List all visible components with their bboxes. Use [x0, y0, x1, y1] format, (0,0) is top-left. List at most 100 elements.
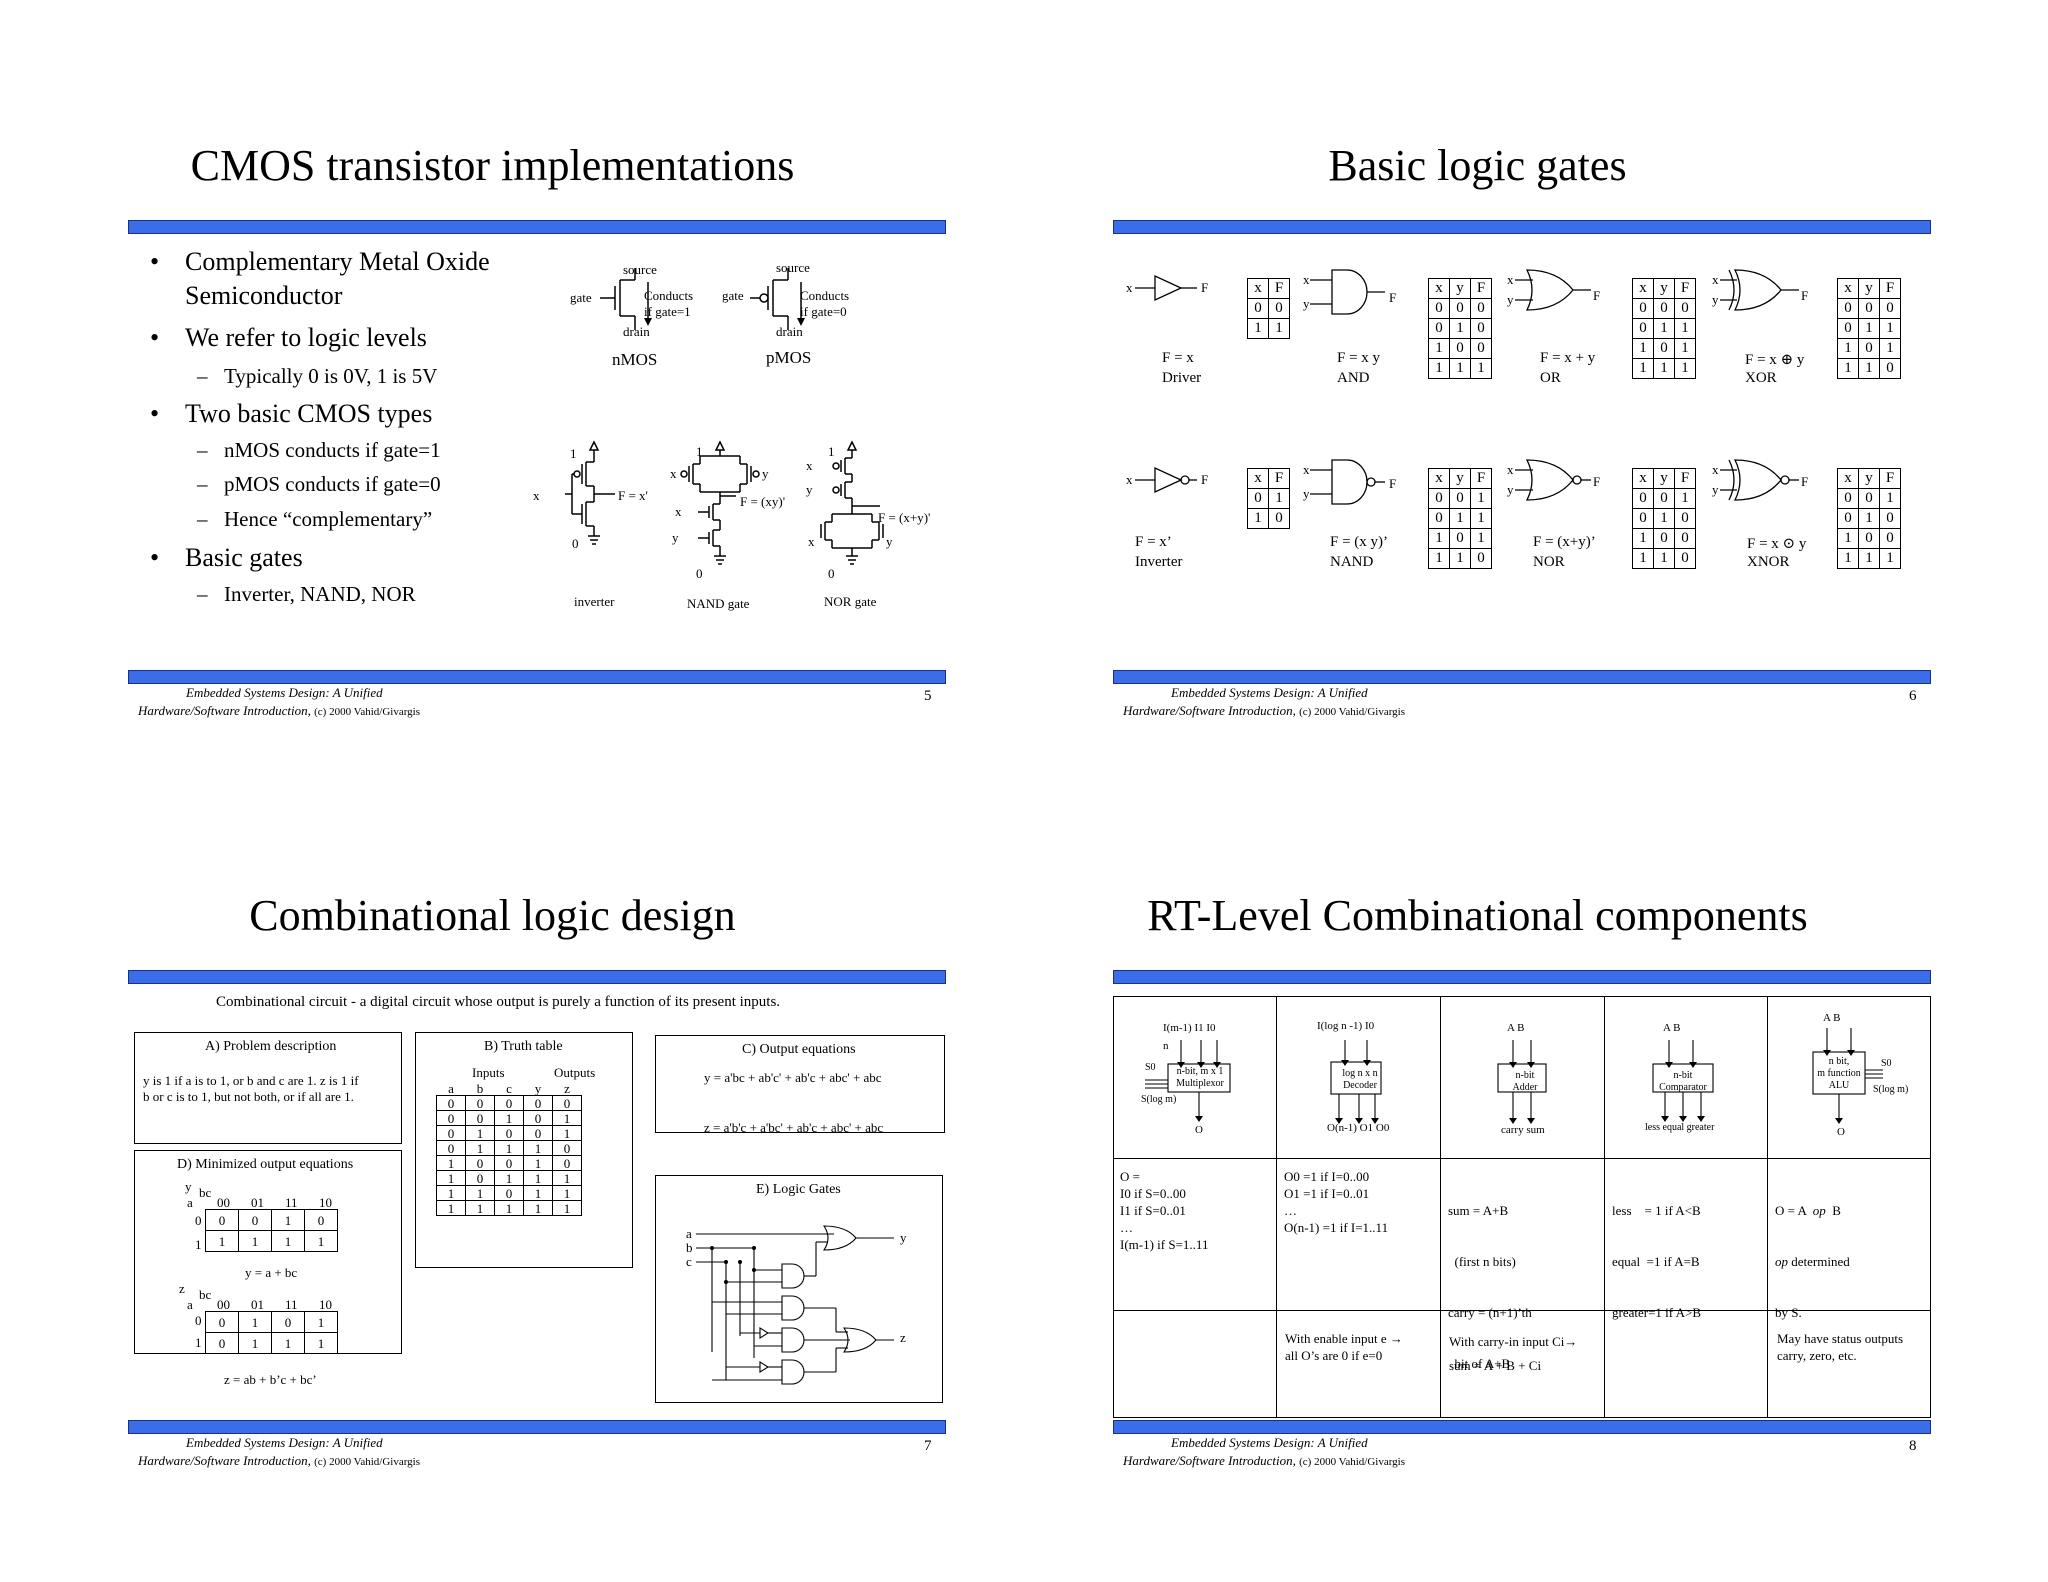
table-cell: 1 [271, 1332, 305, 1354]
dec-box-line2: Decoder [1343, 1080, 1377, 1091]
table-cell: 0 [1674, 528, 1696, 549]
table-cell: x [1247, 278, 1269, 299]
nand-vdd: 1 [696, 444, 703, 459]
desc-line: I(m-1) if S=1..11 [1120, 1237, 1209, 1252]
nor-name: NOR [1533, 554, 1565, 570]
adder-description: sum = A+B (first n bits) carry = (n+1)’t… [1448, 1168, 1532, 1406]
nand-x: x [1303, 462, 1310, 477]
bullet: • [150, 323, 160, 352]
nmos-conducts: Conducts [644, 288, 694, 303]
footer-line2: Hardware/Software Introduction, [1123, 1453, 1296, 1468]
table-cell: 1 [1470, 528, 1492, 549]
footer: Embedded Systems Design: A Unified Hardw… [1123, 1434, 1405, 1471]
desc-line: O1 =1 if I=0..01 [1284, 1186, 1370, 1201]
footer-copyright: (c) 2000 Vahid/Givargis [314, 706, 421, 718]
nor-eq: F = (x+y)' [878, 510, 931, 525]
extra-line: all O’s are 0 if e=0 [1285, 1348, 1383, 1363]
table-cell: 0 [494, 1185, 524, 1201]
table-cell: 1 [1632, 528, 1654, 549]
table-cell: 1 [1449, 548, 1471, 569]
table-cell: 1 [523, 1185, 553, 1201]
adder-box-line1: n-bit [1515, 1070, 1535, 1081]
footer-bar [128, 1420, 946, 1434]
table-cell: 0 [1247, 298, 1269, 319]
col-divider [1440, 996, 1441, 1418]
bullet-text: Two basic CMOS types [185, 399, 433, 428]
cmp-box-line1: n-bit [1673, 1070, 1693, 1081]
table-cell: 0 [1837, 488, 1859, 509]
desc-text: determined [1788, 1254, 1850, 1269]
adder-extra: With carry-in input Ci→ sum = A + B + Ci [1449, 1330, 1577, 1378]
table-cell: 1 [494, 1110, 524, 1126]
table-cell: 0 [1449, 298, 1471, 319]
inv-x: x [533, 488, 540, 503]
box-title: B) Truth table [484, 1039, 563, 1054]
or-eq: F = x + y [1540, 350, 1596, 366]
kmap-row: 1 [195, 1335, 202, 1350]
kmap-z-eq: z = ab + b’c + bc’ [224, 1372, 317, 1387]
table-cell: x [1428, 278, 1450, 299]
equation-z: z = a'b'c + a'bc' + ab'c + abc' + abc [704, 1120, 884, 1135]
table-cell: 1 [1268, 318, 1290, 339]
kmap-col: 01 [251, 1195, 264, 1210]
and-eq: F = x y [1337, 350, 1381, 366]
footer: Embedded Systems Design: A Unified Hardw… [1123, 684, 1405, 721]
xnor-y: y [1712, 482, 1719, 497]
logic-gate-circuit [696, 1225, 894, 1385]
col-divider [1767, 996, 1768, 1418]
table-cell: 1 [1470, 488, 1492, 509]
desc-line: by S. [1775, 1305, 1802, 1320]
table-cell: 0 [523, 1095, 553, 1111]
table-cell: 0 [1674, 298, 1696, 319]
bullet-text: We refer to logic levels [185, 323, 427, 352]
adder-outputs: carry sum [1501, 1124, 1545, 1136]
page-number: 5 [924, 688, 932, 704]
and-f: F [1389, 290, 1397, 305]
table-cell: a [448, 1080, 454, 1096]
table-cell: 0 [1247, 488, 1269, 509]
table-cell: 1 [494, 1200, 524, 1216]
table-cell: F [1268, 468, 1290, 489]
table-cell: 0 [1449, 488, 1471, 509]
table-cell: 0 [1653, 488, 1675, 509]
table-cell: 1 [271, 1230, 305, 1252]
problem-text-1: y is 1 if a is to 1, or b and c are 1. z… [143, 1073, 359, 1088]
output-equations-box: C) Output equations y = a'bc + ab'c' + a… [655, 1035, 945, 1135]
pmos-gate: gate [722, 288, 744, 303]
nand-y: y [1303, 486, 1310, 501]
kmap-z-label: z [179, 1281, 185, 1296]
desc-line: greater=1 if A>B [1612, 1305, 1702, 1320]
inputs-header: Inputs [472, 1065, 505, 1080]
intro-text: Combinational circuit - a digital circui… [216, 994, 781, 1010]
dash: – [197, 364, 208, 388]
inv-eq: F = x' [618, 488, 648, 503]
nor-x2: x [808, 534, 815, 549]
xor-y: y [1712, 292, 1719, 307]
footer-line2: Hardware/Software Introduction, [1123, 703, 1296, 718]
mux-box-line2: Multiplexor [1176, 1078, 1224, 1089]
kmap-col: 00 [217, 1297, 230, 1312]
desc-line: O = [1120, 1169, 1140, 1184]
dec-outputs: O(n-1) O1 O0 [1327, 1122, 1390, 1134]
table-cell: 1 [552, 1110, 582, 1126]
nor-vdd: 1 [828, 444, 835, 459]
table-cell: 1 [1632, 358, 1654, 379]
table-cell: F [1268, 278, 1290, 299]
driver-x: x [1126, 280, 1133, 295]
and-name: AND [1337, 370, 1370, 386]
table-cell: 1 [552, 1200, 582, 1216]
table-cell: 1 [1653, 358, 1675, 379]
bullet-text: Complementary Metal Oxide [185, 247, 490, 276]
table-cell: 1 [1428, 338, 1450, 359]
adder-box-line2: Adder [1512, 1082, 1538, 1093]
kmap-row: 0 [195, 1213, 202, 1228]
alu-extra: May have status outputs carry, zero, etc… [1777, 1330, 1903, 1364]
pmos-label: pMOS [766, 348, 812, 367]
